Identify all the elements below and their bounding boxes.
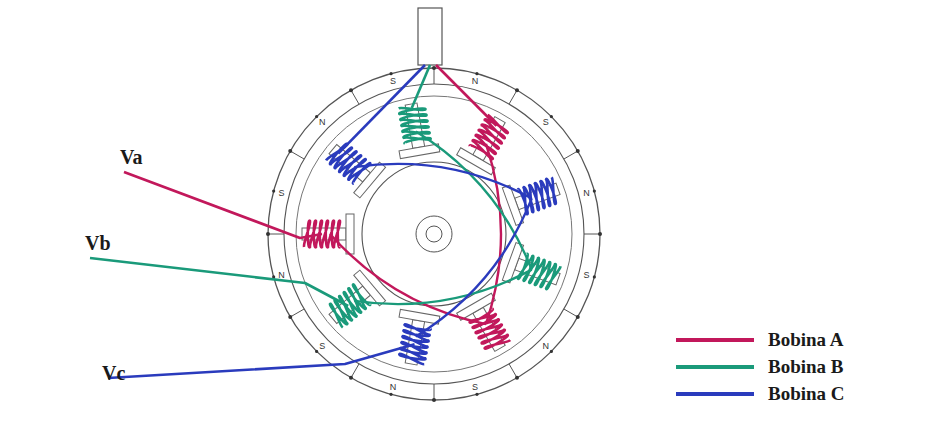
magnet-pole: N: [278, 270, 285, 280]
ring-dot: [266, 232, 270, 236]
coil-wire: [338, 65, 425, 154]
magnet-pole: S: [390, 76, 396, 86]
stator-tooth: [391, 309, 439, 367]
stator-tooth: [502, 170, 565, 225]
magnet-pole: N: [319, 117, 326, 127]
magnet-divider: [351, 90, 359, 104]
stator-tooth: [457, 293, 518, 358]
legend-text: Bobina C: [768, 383, 845, 405]
coil-link: [330, 234, 486, 324]
neutral-terminal: [418, 8, 442, 65]
ring-dot: [515, 88, 519, 92]
magnet-ring: [284, 84, 584, 384]
legend-text: Bobina A: [768, 329, 844, 351]
ring-dot: [593, 275, 596, 278]
ring-dot: [389, 393, 392, 396]
legend-text: Bobina B: [768, 356, 844, 378]
ring-dot: [315, 115, 318, 118]
tooth-shoe: [399, 144, 440, 159]
shaft: [416, 216, 452, 252]
magnet-divider: [268, 234, 284, 235]
magnet-pole: N: [472, 76, 479, 86]
magnet-pole: S: [472, 382, 478, 392]
ring-dot: [288, 149, 292, 153]
ring-dot: [349, 88, 353, 92]
stator-tooth: [302, 214, 354, 254]
coil-link: [416, 132, 532, 270]
stator-tooth: [391, 101, 439, 159]
magnet-divider: [434, 68, 435, 84]
magnet-pole: N: [390, 382, 397, 392]
magnet-divider: [351, 364, 359, 378]
magnet-divider: [564, 151, 578, 159]
tooth-shoe: [346, 214, 354, 254]
phase-label: Vc: [102, 362, 125, 385]
magnet-divider: [564, 309, 578, 317]
magnet-pole: N: [542, 341, 549, 351]
magnet-divider: [584, 234, 600, 235]
ring-dot: [475, 393, 478, 396]
magnet-divider: [434, 384, 435, 400]
coil-link: [416, 198, 532, 336]
coil-wire: [124, 172, 322, 238]
tooth-shoe: [399, 309, 440, 324]
legend-swatch: [676, 338, 754, 342]
coil-link: [354, 270, 531, 305]
stator-tooth: [457, 110, 518, 175]
phase-label: Vb: [85, 232, 111, 255]
stator-yoke: [296, 96, 572, 372]
magnet-divider: [509, 90, 517, 104]
ring-dot: [550, 115, 553, 118]
ring-dot: [389, 72, 392, 75]
coil-wire: [412, 65, 430, 108]
ring-dot: [272, 189, 275, 192]
magnet-pole: S: [319, 341, 325, 351]
ring-dot: [593, 189, 596, 192]
ring-dot: [315, 350, 318, 353]
rotor: [362, 162, 506, 306]
ring-dot: [349, 376, 353, 380]
ring-dot: [598, 232, 602, 236]
ring-dot: [432, 398, 436, 402]
ring-dot: [576, 315, 580, 319]
legend-swatch: [676, 365, 754, 369]
ring-dot: [288, 315, 292, 319]
coil-link: [486, 144, 501, 324]
magnet-pole: S: [278, 188, 284, 198]
ring-dot: [550, 350, 553, 353]
magnet-divider: [290, 309, 304, 317]
ring-dot: [515, 376, 519, 380]
coil-wire: [90, 258, 348, 306]
magnet-pole: S: [543, 117, 549, 127]
phase-label: Va: [120, 146, 143, 169]
magnet-pole: N: [583, 188, 590, 198]
coil-winding: [326, 140, 371, 184]
coil-link: [354, 164, 531, 199]
coil-wire: [436, 65, 497, 126]
magnet-divider: [509, 364, 517, 378]
magnet-pole: S: [584, 270, 590, 280]
shaft-core: [426, 226, 442, 242]
ring-dot: [432, 66, 436, 70]
coil-wire: [108, 344, 415, 378]
ring-dot: [576, 149, 580, 153]
legend-swatch: [676, 392, 754, 396]
ring-dot: [475, 72, 478, 75]
magnet-divider: [290, 151, 304, 159]
stator-tooth: [502, 243, 565, 298]
